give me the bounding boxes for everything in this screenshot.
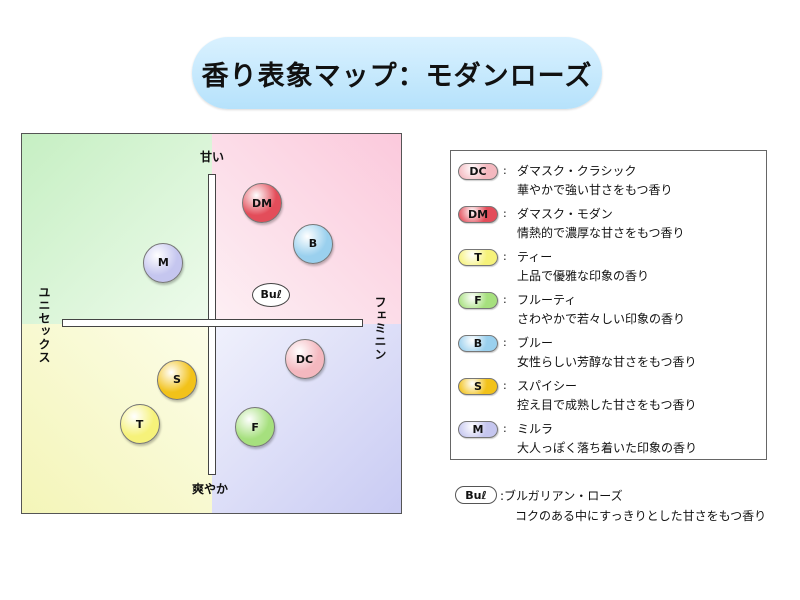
map-point-bul: Buℓ xyxy=(252,282,291,307)
legend-name: ダマスク・クラシック xyxy=(517,164,637,178)
legend-badge: T xyxy=(458,249,498,266)
legend-badge: M xyxy=(458,421,498,438)
map-title: 香り表象マップ：モダンローズ xyxy=(192,37,602,109)
legend-item: M: ミルラ大人っぽく落ち着いた印象の香り xyxy=(451,419,766,459)
map-point-dc: DC xyxy=(284,339,325,380)
map-point-b: B xyxy=(293,223,333,264)
legend-colon: : xyxy=(503,250,507,263)
legend-colon: : xyxy=(503,293,507,306)
legend-colon: : xyxy=(503,207,507,220)
legend-badge-bulgarian: Buℓ xyxy=(455,486,497,504)
legend-desc: 大人っぽく落ち着いた印象の香り xyxy=(517,441,698,455)
legend-name: ミルラ xyxy=(517,422,554,436)
legend-desc: さわやかで若々しい印象の香り xyxy=(517,312,686,326)
legend-badge: DM xyxy=(458,206,498,223)
legend-desc: 上品で優雅な印象の香り xyxy=(517,269,650,283)
map-point-m: M xyxy=(143,242,184,283)
legend-name-bulgarian: :ブルガリアン・ローズ xyxy=(500,489,623,503)
legend-colon: : xyxy=(503,164,507,177)
legend-badge: B xyxy=(458,335,498,352)
axis-label-bottom: 爽やか xyxy=(192,482,229,496)
legend-item: T: ティー上品で優雅な印象の香り xyxy=(451,247,766,287)
legend-badge: DC xyxy=(458,163,498,180)
legend-name: フルーティ xyxy=(517,293,577,307)
horizontal-axis xyxy=(62,319,363,327)
axis-label-left: ユニセックス xyxy=(37,286,51,364)
quadrant-unisex-sweet xyxy=(22,134,212,324)
legend-panel: DC: ダマスク・クラシック華やかで強い甘さをもつ香り DM: ダマスク・モダン情熱的… xyxy=(450,150,767,460)
legend-colon: : xyxy=(503,379,507,392)
legend-name: スパイシー xyxy=(517,379,578,393)
axis-label-right: フェミニン xyxy=(373,296,387,361)
legend-name: ダマスク・モダン xyxy=(517,207,613,221)
legend-desc: 華やかで強い甘さをもつ香り xyxy=(517,183,673,197)
legend-badge: S xyxy=(458,378,498,395)
legend-desc: 控え目で成熟した甘さをもつ香り xyxy=(517,398,697,412)
map-point-s: S xyxy=(157,359,197,400)
legend-colon: : xyxy=(503,336,507,349)
quadrant-unisex-fresh xyxy=(22,323,212,513)
legend-name: ブルー xyxy=(517,336,554,350)
legend-badge: F xyxy=(458,292,498,309)
legend-item: B: ブルー女性らしい芳醇な甘さをもつ香り xyxy=(451,333,766,373)
map-point-t: T xyxy=(119,404,160,444)
map-point-dm: DM xyxy=(242,183,282,223)
axis-label-top: 甘い xyxy=(200,150,225,164)
map-point-f: F xyxy=(235,407,276,448)
legend-item: F: フルーティさわやかで若々しい印象の香り xyxy=(451,290,766,330)
legend-item: DM: ダマスク・モダン情熱的で濃厚な甘さをもつ香り xyxy=(451,204,766,244)
legend-name: ティー xyxy=(517,250,553,264)
legend-colon: : xyxy=(503,422,507,435)
legend-desc: 女性らしい芳醇な甘さをもつ香り xyxy=(517,355,697,369)
legend-desc: 情熱的で濃厚な甘さをもつ香り xyxy=(517,226,685,240)
legend-item: S: スパイシー控え目で成熟した甘さをもつ香り xyxy=(451,376,766,416)
legend-item: DC: ダマスク・クラシック華やかで強い甘さをもつ香り xyxy=(451,161,766,201)
legend-desc-bulgarian: コクのある中にすっきりとした甘さをもつ香り xyxy=(515,509,767,523)
